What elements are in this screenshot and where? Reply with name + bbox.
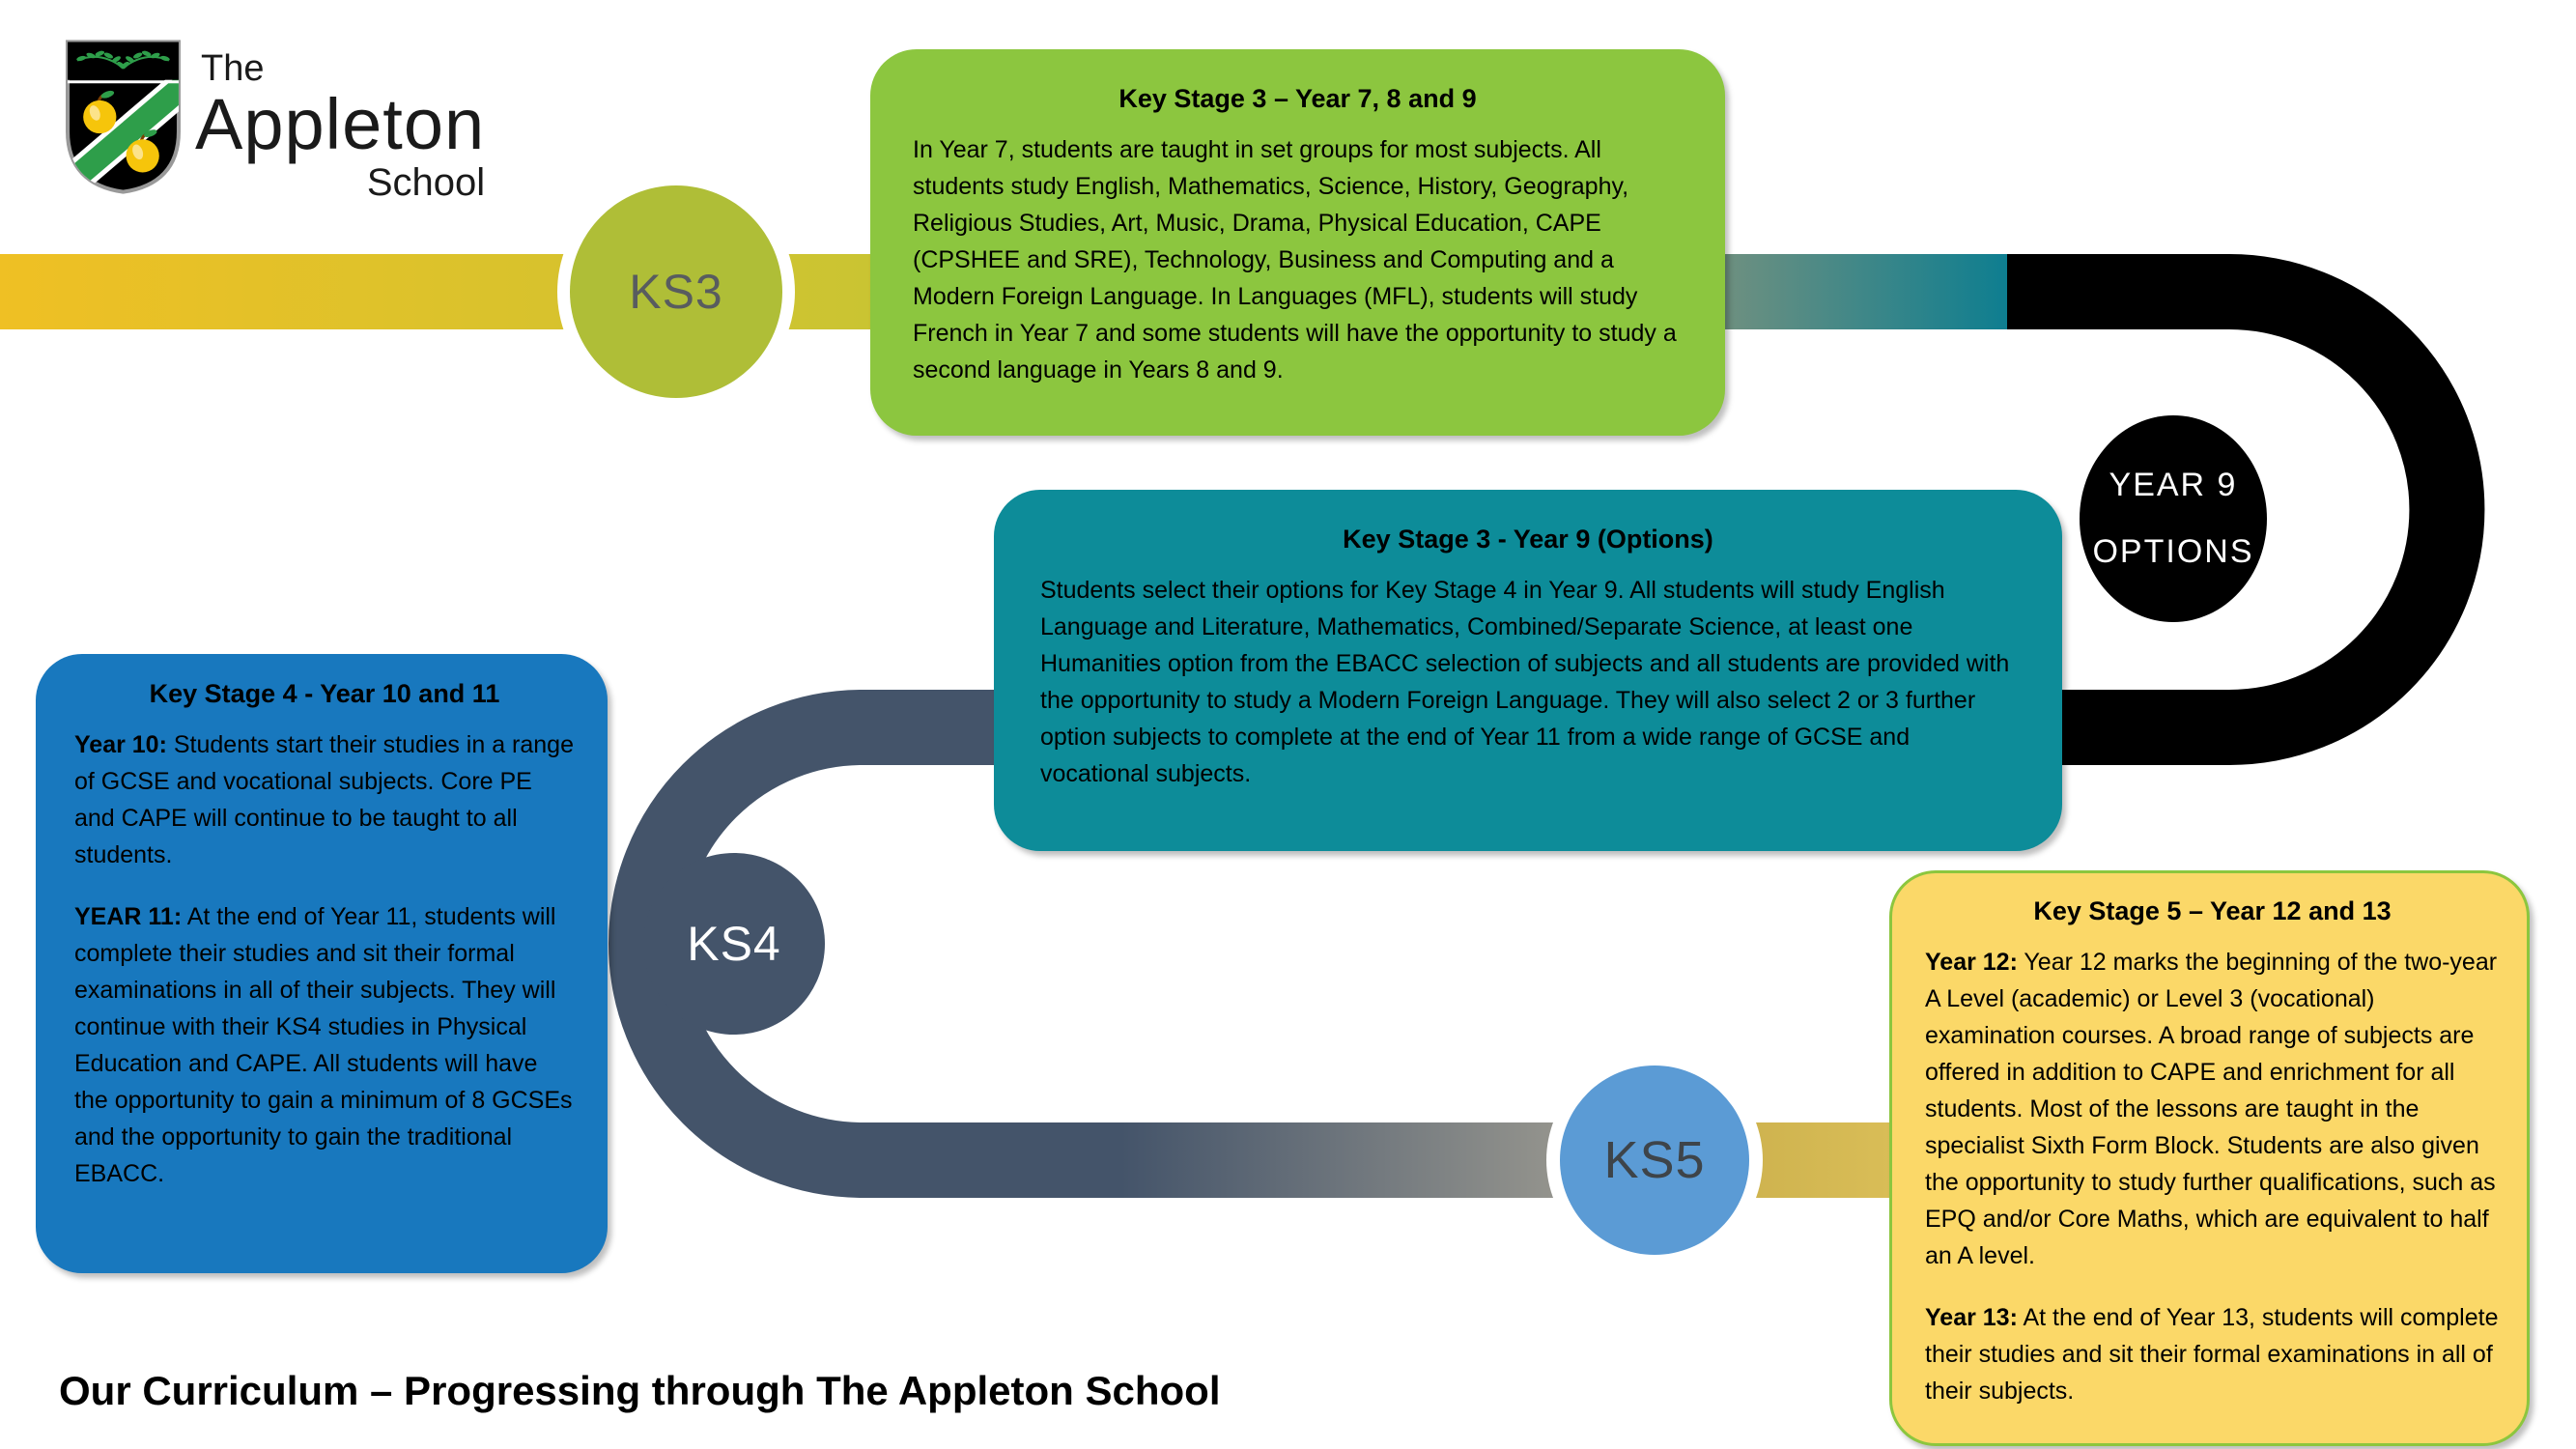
year10-label: Year 10: xyxy=(74,731,167,758)
year10-text: Students start their studies in a range … xyxy=(74,731,574,868)
school-name-school: School xyxy=(366,161,486,204)
school-crest xyxy=(66,40,181,194)
ks5-node-label: KS5 xyxy=(1603,1131,1706,1189)
year12-text: Year 12 marks the beginning of the two-y… xyxy=(1925,949,2498,1269)
year9-options-node-label: YEAR 9 OPTIONS xyxy=(2080,415,2267,622)
ks3-node-label: KS3 xyxy=(629,265,723,319)
ks5-box-year13-paragraph: Year 13: At the end of Year 13, students… xyxy=(1925,1299,2500,1409)
crest-apple-lower xyxy=(126,129,159,173)
ks4-node-label: KS4 xyxy=(687,917,781,971)
ks3-box-body: In Year 7, students are taught in set gr… xyxy=(913,136,1677,384)
crest-chief xyxy=(68,42,179,80)
ks5-circle xyxy=(1560,1065,1749,1255)
ks4-box-title: Key Stage 4 - Year 10 and 11 xyxy=(149,679,500,708)
crest-stripe xyxy=(68,76,179,192)
year9-options-circle xyxy=(2080,415,2267,622)
year11-text: At the end of Year 11, students will com… xyxy=(74,903,573,1187)
ks3-info-box: Key Stage 3 – Year 7, 8 and 9 In Year 7,… xyxy=(870,49,1725,436)
year13-label: Year 13: xyxy=(1925,1304,2018,1331)
year13-text: At the end of Year 13, students will com… xyxy=(1925,1304,2499,1405)
page-title: Our Curriculum – Progressing through The… xyxy=(59,1368,1221,1413)
ks4-box-year11-paragraph: YEAR 11: At the end of Year 11, students… xyxy=(74,898,575,1192)
ks3-circle xyxy=(570,185,782,398)
year12-label: Year 12: xyxy=(1925,949,2018,976)
crest-apple-upper xyxy=(83,90,117,134)
year9-options-box-body: Students select their options for Key St… xyxy=(1040,577,2010,787)
ks5-box-title: Key Stage 5 – Year 12 and 13 xyxy=(2033,896,2392,925)
school-name: The Appleton School xyxy=(195,39,485,205)
ks5-info-box: Key Stage 5 – Year 12 and 13 Year 12: Ye… xyxy=(1889,870,2530,1446)
year9-label-line2: OPTIONS xyxy=(2092,533,2254,570)
year9-label-line1: YEAR 9 xyxy=(2109,467,2238,503)
school-name-the: The xyxy=(201,48,265,89)
year11-label: YEAR 11: xyxy=(74,903,183,930)
ks3-box-title: Key Stage 3 – Year 7, 8 and 9 xyxy=(1118,84,1477,113)
ks5-box-year12-paragraph: Year 12: Year 12 marks the beginning of … xyxy=(1925,944,2500,1274)
ks4-circle xyxy=(643,853,825,1035)
band-green-to-teal xyxy=(1725,254,2007,329)
school-name-appleton: Appleton xyxy=(195,84,486,164)
year9-options-box-title: Key Stage 3 - Year 9 (Options) xyxy=(1343,525,1713,554)
crest-laurel xyxy=(76,50,170,70)
ks4-box-year10-paragraph: Year 10: Students start their studies in… xyxy=(74,726,575,873)
band-black-uturn xyxy=(1526,254,2485,765)
year9-options-info-box: Key Stage 3 - Year 9 (Options) Students … xyxy=(994,490,2062,851)
school-logo: The Appleton School xyxy=(65,39,485,205)
ks4-info-box: Key Stage 4 - Year 10 and 11 Year 10: St… xyxy=(36,654,608,1273)
